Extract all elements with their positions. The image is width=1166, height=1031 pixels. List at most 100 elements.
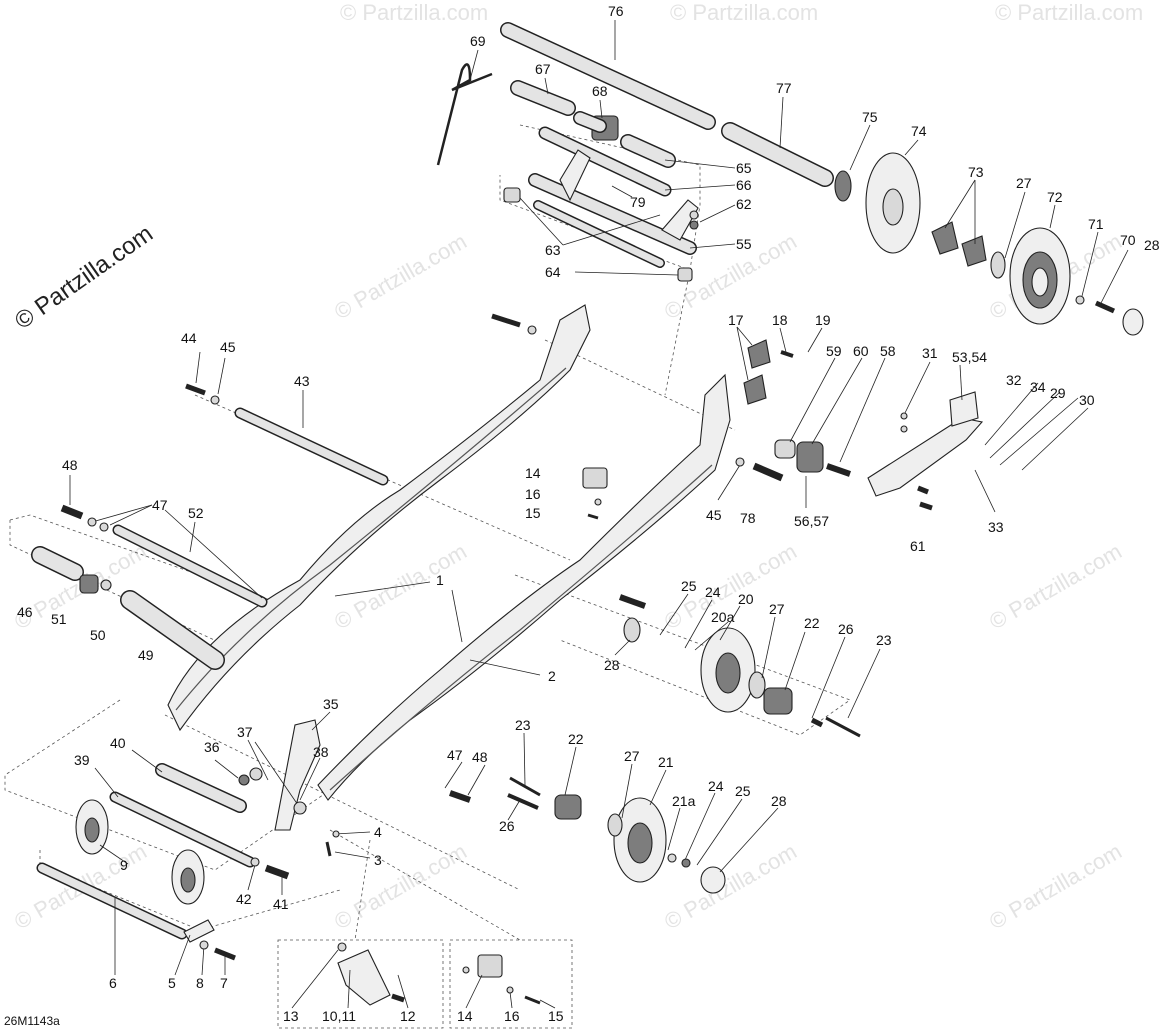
watermark: © Partzilla.com	[995, 0, 1143, 25]
diagram-code: 26M1143a	[4, 1014, 60, 1028]
part-label: 14	[457, 1008, 473, 1024]
part-label: 67	[535, 61, 551, 77]
part-label: 76	[608, 3, 624, 19]
watermark: © Partzilla.com	[670, 0, 818, 25]
part-label: 28	[1144, 237, 1160, 253]
part-label: 2	[548, 668, 556, 684]
part-label: 77	[776, 80, 792, 96]
part-label: 12	[400, 1008, 416, 1024]
watermark-layer: © Partzilla.com © Partzilla.com © Partzi…	[10, 0, 1143, 934]
parts-layer	[31, 22, 1144, 1006]
part-label: 20	[738, 591, 754, 607]
part-label: 9	[120, 857, 128, 873]
part-label: 56,57	[794, 513, 829, 529]
part-label: 24	[708, 778, 724, 794]
part-label: 79	[630, 194, 646, 210]
part-label: 39	[74, 752, 90, 768]
part-label: 58	[880, 343, 896, 359]
part-label: 10,11	[322, 1008, 356, 1024]
part-label: 55	[736, 236, 752, 252]
part-label: 16	[525, 486, 541, 502]
brand-logo: © Partzilla.com	[10, 220, 158, 335]
part-label: 28	[771, 793, 787, 809]
part-label: 19	[815, 312, 831, 328]
part-label: 22	[804, 615, 820, 631]
part-label: 73	[968, 164, 984, 180]
part-label: 26	[499, 818, 515, 834]
part-label: 21	[658, 754, 674, 770]
part-label: 7	[220, 975, 228, 991]
part-label: 13	[283, 1008, 299, 1024]
watermark: © Partzilla.com	[340, 0, 488, 25]
watermark: © Partzilla.com	[330, 229, 471, 325]
part-label: 1	[436, 572, 444, 588]
watermark: © Partzilla.com	[660, 839, 801, 935]
part-label: 27	[1016, 175, 1032, 191]
part-label: 47	[152, 497, 168, 513]
part-label: 70	[1120, 232, 1136, 248]
part-label: 35	[323, 696, 339, 712]
part-label: 38	[313, 744, 329, 760]
part-label: 68	[592, 83, 608, 99]
part-label: 75	[862, 109, 878, 125]
part-label: 6	[109, 975, 117, 991]
watermark: © Partzilla.com	[985, 839, 1126, 935]
part-label: 74	[911, 123, 927, 139]
part-label: 34	[1030, 379, 1046, 395]
part-label: 48	[62, 457, 78, 473]
part-label: 28	[604, 657, 620, 673]
part-label: 5	[168, 975, 176, 991]
part-label: 29	[1050, 385, 1066, 401]
leader-lines	[69, 20, 1129, 1009]
part-label: 36	[204, 739, 220, 755]
part-label: 46	[17, 604, 33, 620]
part-label: 21a	[672, 793, 696, 809]
hardware-layer	[60, 313, 933, 1005]
part-label: 47	[447, 747, 463, 763]
part-label: 8	[196, 975, 204, 991]
part-label: 41	[273, 896, 289, 912]
part-label: 52	[188, 505, 204, 521]
part-label: 23	[515, 717, 531, 733]
part-label: 45	[706, 507, 722, 523]
part-label: 18	[772, 312, 788, 328]
part-label: 22	[568, 731, 584, 747]
part-labels: 76 69 67 68 77 75 74 65 66 79 62 63 55 6…	[17, 3, 1160, 1024]
part-label: 27	[624, 748, 640, 764]
part-label: 43	[294, 373, 310, 389]
part-label: 78	[740, 510, 756, 526]
part-label: 27	[769, 601, 785, 617]
part-label: 64	[545, 264, 561, 280]
part-label: 71	[1088, 216, 1104, 232]
part-label: 24	[705, 584, 721, 600]
part-label: 60	[853, 343, 869, 359]
part-label: 69	[470, 33, 486, 49]
part-label: 44	[181, 330, 197, 346]
part-label: 42	[236, 891, 252, 907]
part-label: 25	[681, 578, 697, 594]
part-label: 31	[922, 345, 938, 361]
part-label: 25	[735, 783, 751, 799]
part-label: 72	[1047, 189, 1063, 205]
part-label: 40	[110, 735, 126, 751]
part-label: 20a	[711, 609, 735, 625]
part-label: 49	[138, 647, 154, 663]
part-label: 61	[910, 538, 926, 554]
part-label: 50	[90, 627, 106, 643]
part-label: 63	[545, 242, 561, 258]
part-label: 3	[374, 852, 382, 868]
part-label: 17	[728, 312, 744, 328]
part-label: 26	[838, 621, 854, 637]
part-label: 65	[736, 160, 752, 176]
watermark: © Partzilla.com	[985, 539, 1126, 635]
part-label: 16	[504, 1008, 520, 1024]
part-label: 15	[525, 505, 541, 521]
part-label: 14	[525, 465, 541, 481]
part-label: 66	[736, 177, 752, 193]
part-label: 37	[237, 724, 253, 740]
part-label: 23	[876, 632, 892, 648]
part-label: 62	[736, 196, 752, 212]
watermark: © Partzilla.com	[330, 839, 471, 935]
part-label: 30	[1079, 392, 1095, 408]
